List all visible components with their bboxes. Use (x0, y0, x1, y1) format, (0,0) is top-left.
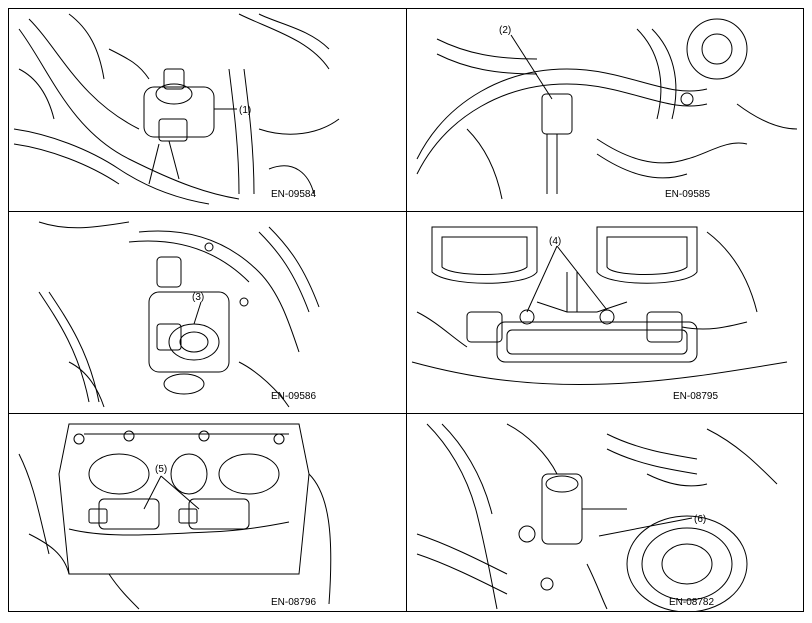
figure-code: EN-08795 (673, 391, 719, 402)
engine-illustration-5: (5) (18, 423, 332, 610)
grid-divider-horizontal-1 (9, 211, 803, 212)
callout-label: (4) (549, 236, 561, 247)
figure-code: EN-09586 (271, 391, 317, 402)
figure-cell-1: (1) EN-09584 (9, 9, 406, 211)
callout-label: (1) (239, 105, 251, 116)
engine-illustration-1: (1) (13, 13, 340, 205)
callout-label: (6) (694, 514, 706, 525)
figure-code: EN-08782 (669, 597, 715, 608)
figure-code: EN-09585 (665, 189, 711, 200)
figure-cell-6: (6) EN-08782 (407, 414, 803, 611)
callout-label: (2) (499, 25, 511, 36)
figure-code: EN-09584 (271, 189, 317, 200)
callout-label: (5) (155, 464, 167, 475)
figure-code: EN-08796 (271, 597, 317, 608)
figure-cell-2: (2) EN-09585 (407, 9, 803, 211)
figure-cell-5: (5) EN-08796 (9, 414, 406, 611)
callout-label: (3) (192, 292, 204, 303)
grid-divider-horizontal-2 (9, 413, 803, 414)
engine-illustration-3: (3) (38, 221, 320, 408)
engine-illustration-6: (6) (416, 423, 778, 611)
figure-cell-4: (4) EN-08795 (407, 212, 803, 413)
grid-divider-vertical (406, 9, 407, 611)
engine-illustration-2: (2) (416, 18, 798, 200)
figure-grid: (1) EN-09584 (2) EN-09585 (8, 8, 804, 612)
engine-illustration-4: (4) (411, 226, 788, 386)
figure-cell-3: (3) EN-09586 (9, 212, 406, 413)
